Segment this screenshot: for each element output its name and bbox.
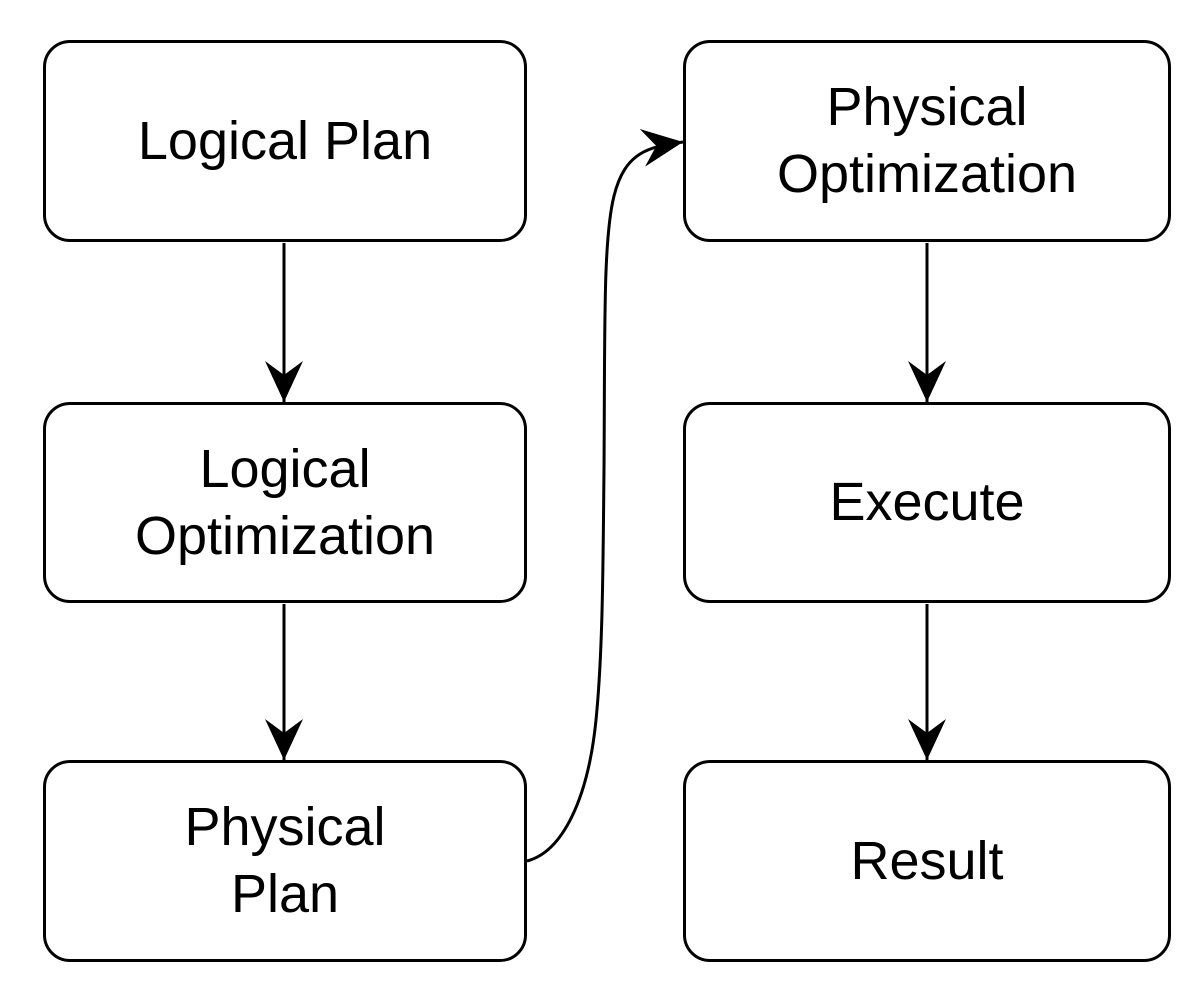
node-logical-optimization-label: Logical Optimization bbox=[134, 438, 436, 566]
node-physical-optimization: Physical Optimization bbox=[683, 40, 1171, 242]
node-execute: Execute bbox=[683, 402, 1171, 603]
node-logical-plan-label: Logical Plan bbox=[137, 110, 433, 171]
node-result-label: Result bbox=[850, 830, 1004, 891]
edge-physical-plan-to-physical-optimization bbox=[526, 128, 684, 863]
node-logical-plan: Logical Plan bbox=[43, 40, 527, 242]
node-physical-optimization-label: Physical Optimization bbox=[776, 77, 1078, 204]
node-result: Result bbox=[683, 760, 1171, 962]
node-execute-label: Execute bbox=[829, 472, 1025, 532]
node-physical-plan-label: Physical Plan bbox=[184, 797, 386, 924]
node-logical-optimization: Logical Optimization bbox=[43, 402, 527, 603]
node-physical-plan: Physical Plan bbox=[43, 760, 527, 962]
